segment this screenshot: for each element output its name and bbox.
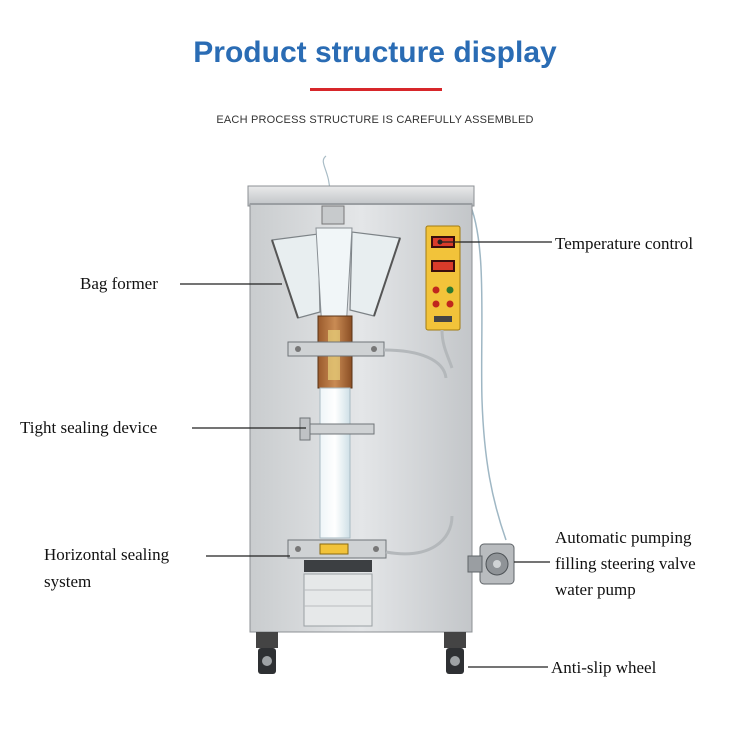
label-pump-line3: water pump [555, 580, 636, 599]
title-underline [310, 88, 442, 91]
label-pump-line1: Automatic pumping [555, 528, 692, 547]
tight-sealing-bracket [301, 423, 375, 435]
page-title: Product structure display [193, 36, 557, 69]
label-horizontal-sealing-line2: system [44, 572, 92, 591]
label-temperature-control: Temperature control [555, 234, 694, 253]
upper-bracket [287, 341, 385, 357]
label-horizontal-sealing-line1: Horizontal sealing [44, 545, 170, 564]
water-hose [463, 197, 511, 542]
leader-lines [180, 241, 552, 668]
discharge-chute [303, 573, 373, 627]
cutter-jaw [304, 560, 372, 572]
label-pump-line2: filling steering valve [555, 554, 696, 573]
page-subtitle: EACH PROCESS STRUCTURE IS CAREFULLY ASSE… [216, 114, 534, 126]
wheel-mount-left [256, 632, 278, 648]
film-tube [319, 387, 351, 539]
label-anti-slip-wheel: Anti-slip wheel [551, 658, 657, 677]
top-cover [247, 185, 475, 207]
wheel-mount-right [444, 632, 466, 648]
label-bag-former: Bag former [80, 274, 158, 293]
label-tight-sealing-device: Tight sealing device [20, 418, 158, 437]
